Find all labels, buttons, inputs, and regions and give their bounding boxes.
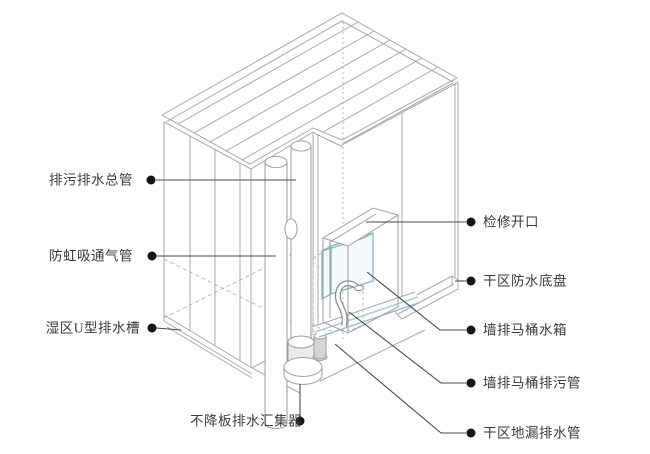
label-inspection-opening: 检修开口 xyxy=(483,214,539,230)
left-wall xyxy=(163,121,253,379)
drain-collector xyxy=(283,332,328,385)
main-sewage-pipe xyxy=(284,140,312,345)
leader-dots xyxy=(146,175,476,438)
pipe-branch-port xyxy=(284,218,298,240)
toilet-tank xyxy=(321,232,374,301)
toilet-soil-pipe xyxy=(334,280,364,327)
vent-pipe xyxy=(264,156,288,429)
leader-lines xyxy=(155,179,466,434)
label-dry-area-waterproof-pan: 干区防水底盘 xyxy=(483,273,567,289)
label-main-sewage-drain-pipe: 排污排水总管 xyxy=(49,172,133,188)
label-anti-siphon-vent-pipe: 防虹吸通气管 xyxy=(49,248,133,264)
label-wet-area-u-drain-channel: 湿区U型排水槽 xyxy=(45,320,140,336)
label-wall-hung-toilet-soil-pipe: 墙排马桶排污管 xyxy=(483,375,581,391)
waterproof-pan xyxy=(395,275,459,320)
inspection-box xyxy=(321,207,400,334)
label-wall-hung-toilet-tank: 墙排马桶水箱 xyxy=(483,322,567,338)
label-no-drop-slab-drain-collector: 不降板排水汇集器 xyxy=(190,413,302,429)
roof xyxy=(160,12,459,165)
label-dry-area-floor-drain-pipe: 干区地漏排水管 xyxy=(483,425,581,441)
